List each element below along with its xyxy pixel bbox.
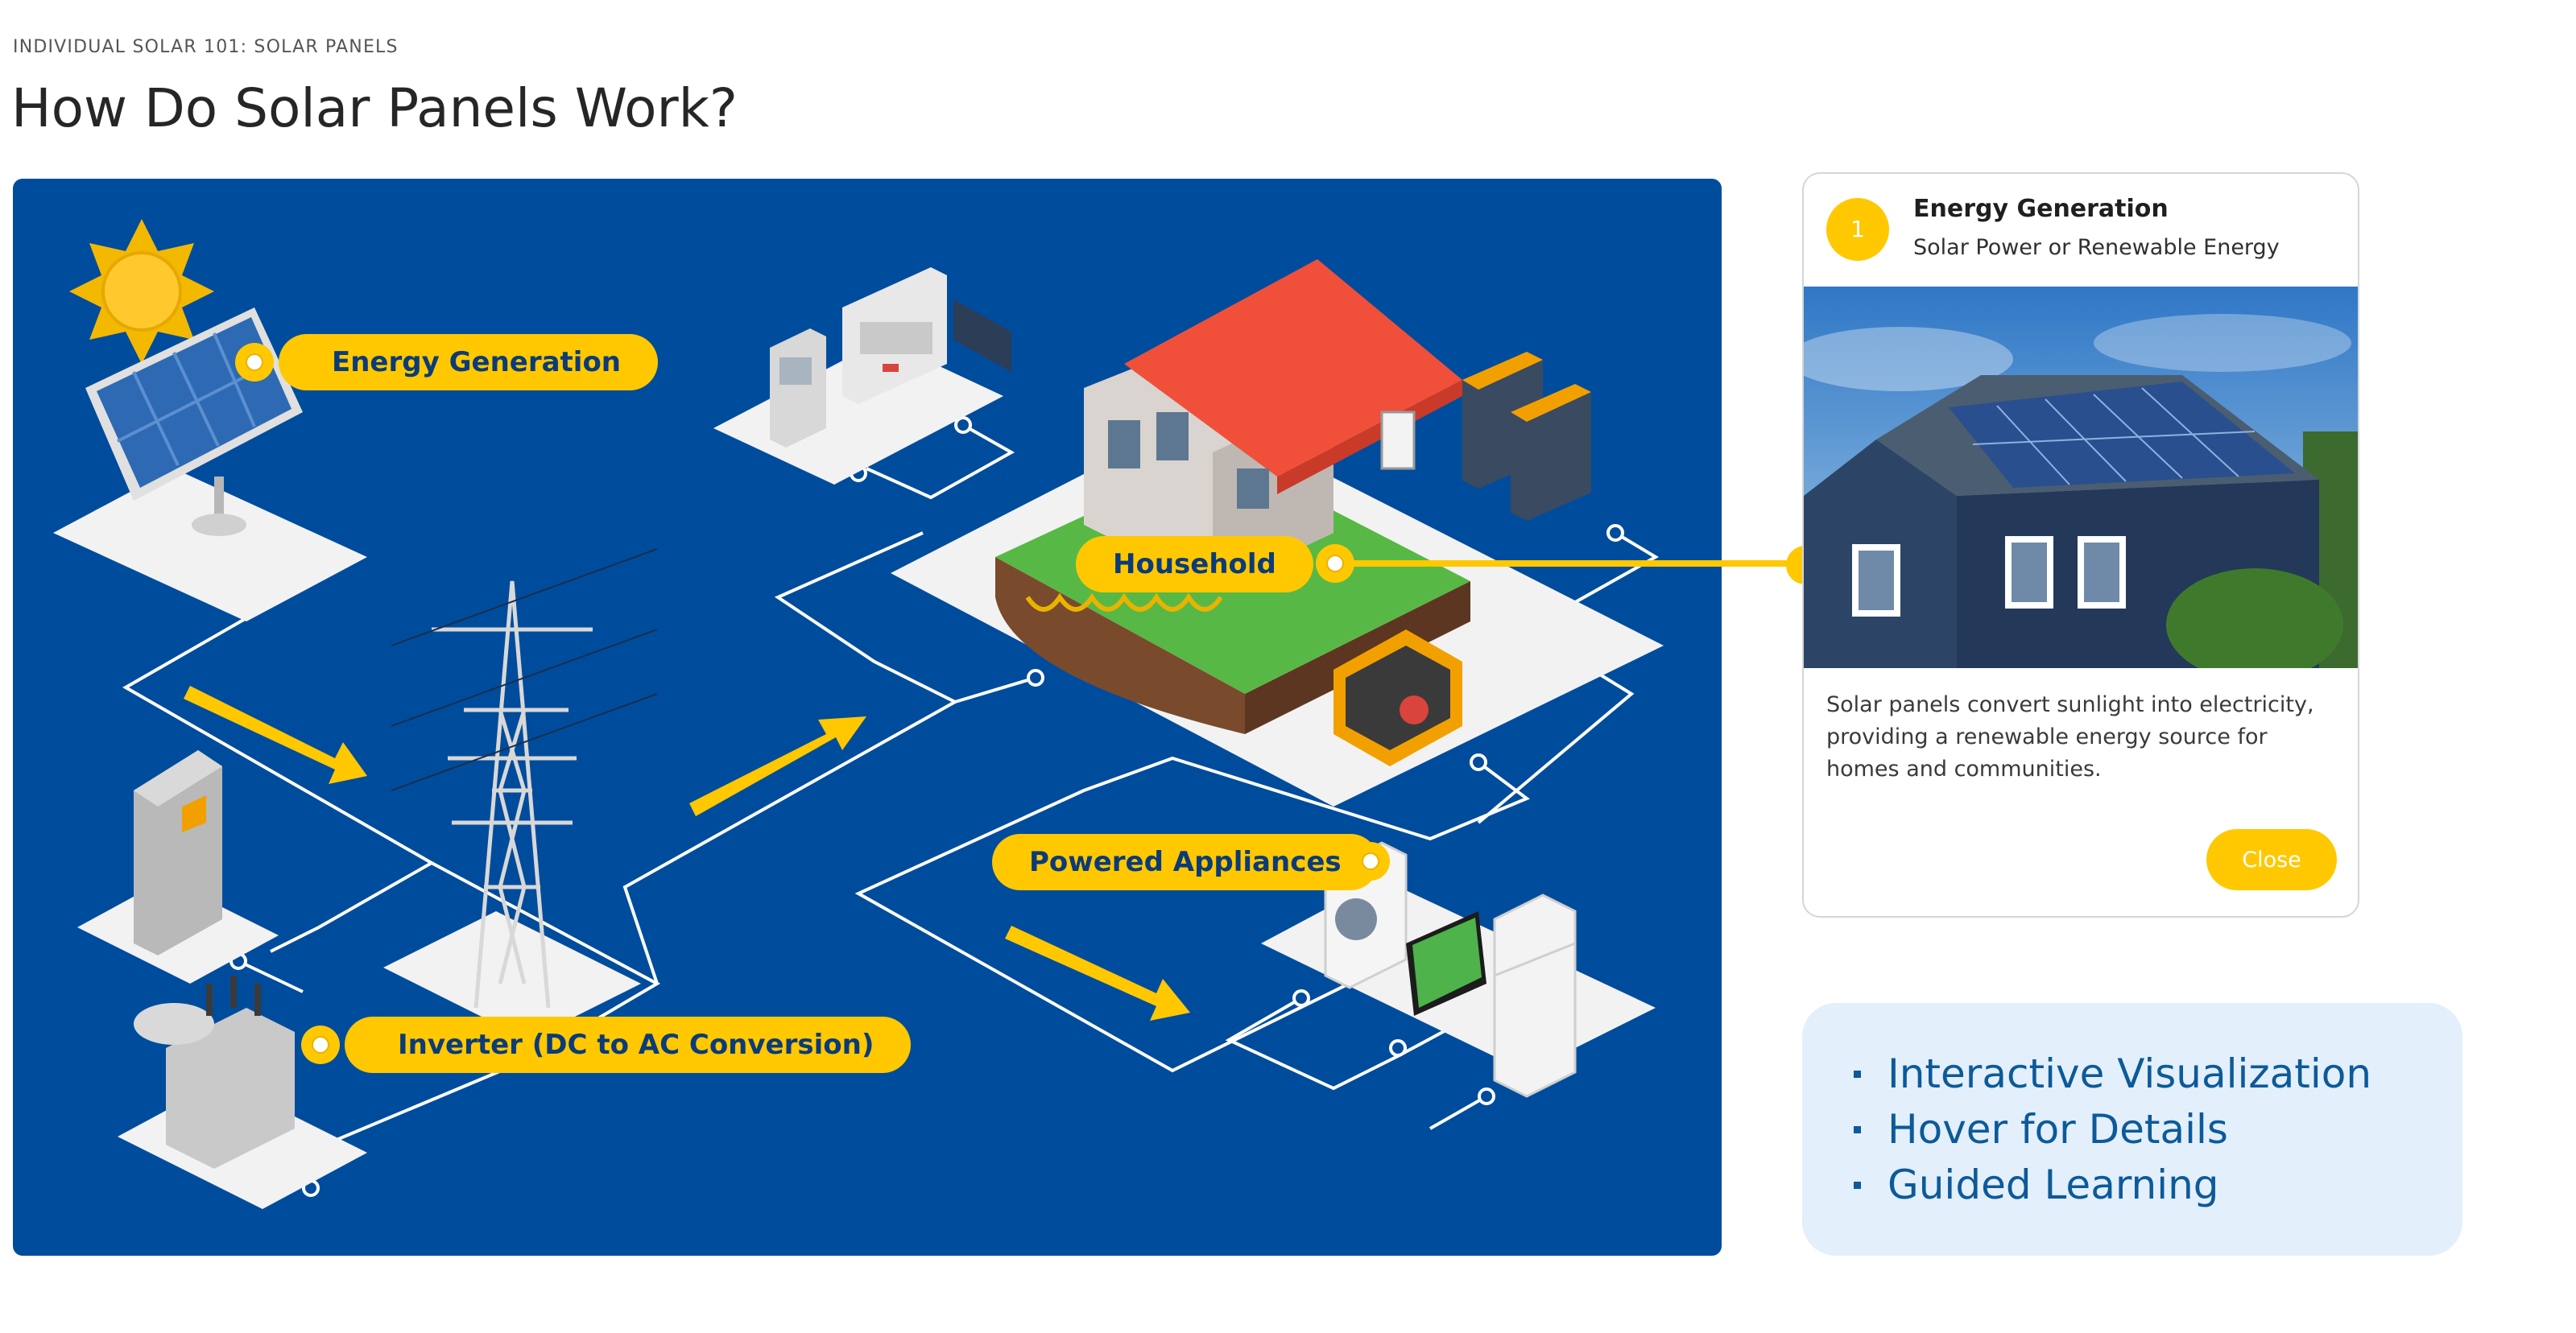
flow-arrow-2 <box>689 716 866 816</box>
solar-system-diagram: Energy Generation Household Powered Appl… <box>13 179 1722 1256</box>
card-subtitle: Solar Power or Renewable Energy <box>1913 235 2280 260</box>
label-energy-generation[interactable]: Energy Generation <box>279 334 659 390</box>
step-number-badge: 1 <box>1826 198 1889 261</box>
card-title: Energy Generation <box>1913 195 2169 223</box>
generator-icon <box>1333 629 1462 766</box>
close-button[interactable]: Close <box>2206 829 2337 890</box>
connector-line-outer <box>1722 560 1802 567</box>
flow-arrow-1 <box>184 686 367 784</box>
refrigerator-icon <box>1493 893 1577 1098</box>
energy-flow-arrows <box>184 686 1190 1021</box>
hotspot-energy-generation[interactable] <box>238 346 271 378</box>
page-title: How Do Solar Panels Work? <box>11 77 738 139</box>
card-description: Solar panels convert sunlight into elect… <box>1826 692 2314 782</box>
television-icon <box>1406 911 1486 1016</box>
features-panel: Interactive Visualization Hover for Deta… <box>1802 1003 2462 1256</box>
label-household[interactable]: Household <box>1076 536 1313 592</box>
house-with-solar-panels-photo <box>1804 287 2358 668</box>
battery-icon <box>1462 352 1591 521</box>
connector-line <box>1351 560 1722 567</box>
label-powered-appliances[interactable]: Powered Appliances <box>992 834 1379 890</box>
feature-item: Guided Learning <box>1853 1158 2371 1213</box>
features-list: Interactive Visualization Hover for Deta… <box>1853 1046 2371 1213</box>
electrical-cabinet-icon <box>134 750 222 955</box>
page-kicker: INDIVIDUAL SOLAR 101: SOLAR PANELS <box>13 37 399 57</box>
sun-icon <box>69 219 214 364</box>
transmission-tower-icon <box>391 548 658 1009</box>
electrical-meter-icon <box>770 267 1011 448</box>
hotspot-powered-appliances[interactable] <box>1354 845 1387 877</box>
transformer-icon <box>134 976 295 1169</box>
feature-item: Hover for Details <box>1853 1102 2371 1158</box>
hotspot-household[interactable] <box>1319 547 1351 580</box>
diagram-illustration <box>53 219 1664 1209</box>
hotspot-inverter[interactable] <box>304 1029 337 1061</box>
label-inverter[interactable]: Inverter (DC to AC Conversion) <box>345 1017 912 1073</box>
feature-item: Interactive Visualization <box>1853 1046 2371 1102</box>
detail-card: 1 Energy Generation Solar Power or Renew… <box>1802 172 2359 918</box>
flow-arrow-3 <box>1005 926 1190 1021</box>
